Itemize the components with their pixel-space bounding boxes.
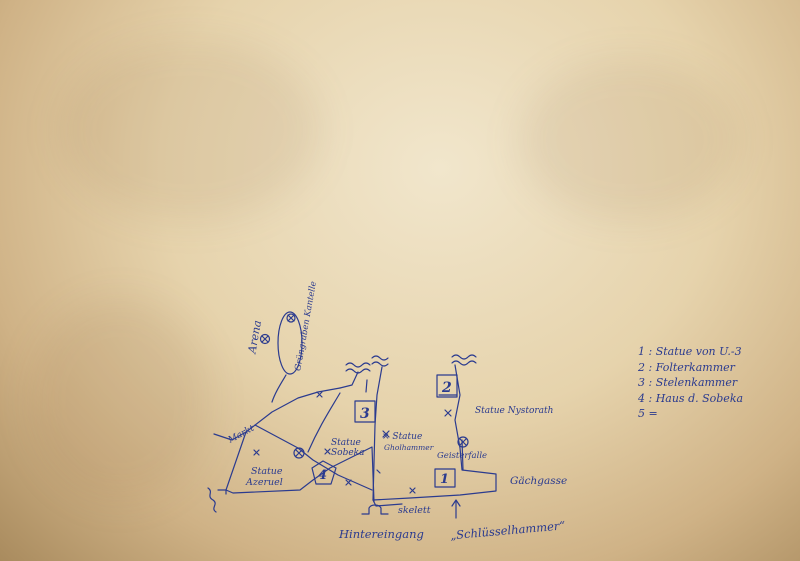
label-statue-gholhammer-1: × Statue [382, 432, 422, 442]
location-1-box [434, 468, 456, 488]
legend-item: 3 : Stelenkammer [638, 376, 738, 389]
label-schluesselhammer: „Schlüsselhammer“ [450, 518, 566, 542]
legend-item: 5 = [638, 407, 658, 420]
label-arena: Arena [245, 319, 264, 355]
label-markt: Markt [226, 424, 257, 447]
arena-marker-icon [259, 333, 271, 345]
label-geisterfalle: Geisterfalle [437, 451, 487, 461]
location-1-number: 1 [440, 472, 449, 487]
location-3-box [354, 400, 376, 423]
label-statue-sobeka-2: Sobeka [331, 448, 365, 458]
label-hintereingang: Hintereingang [338, 527, 424, 541]
label-statue-sobeka-1: Statue [331, 438, 361, 448]
legend-item: 1 : Statue von U.-3 [638, 345, 742, 358]
geisterfalle-marker-icon [457, 436, 469, 448]
location-4-box [311, 460, 337, 485]
legend-item: 4 : Haus d. Sobeka [638, 391, 744, 405]
label-statue-azeruel-2: Azeruel [245, 477, 283, 488]
grubhouse-outline [277, 311, 303, 375]
location-4-number: 4 [318, 468, 327, 483]
location-2-number: 2 [441, 380, 452, 396]
label-statue-nystorath: Statue Nystorath [475, 406, 553, 416]
location-2-box [436, 374, 458, 398]
label-statue-azeruel-1: Statue [251, 466, 283, 477]
entrance-icon [361, 504, 389, 515]
legend-item: 2 : Folterkammer [638, 360, 735, 374]
label-skelett: skelett [398, 505, 431, 516]
label-gaechgasse: Gächgasse [510, 475, 567, 487]
map-legend: 1 : Statue von U.-3 2 : Folterkammer 3 :… [638, 344, 743, 422]
location-3-number: 3 [360, 406, 370, 422]
label-grubhouse: Grüngraben Kantelle [293, 281, 319, 372]
label-statue-gholhammer-2: Gholhammer [384, 443, 434, 452]
arrow-up-icon [451, 499, 461, 519]
